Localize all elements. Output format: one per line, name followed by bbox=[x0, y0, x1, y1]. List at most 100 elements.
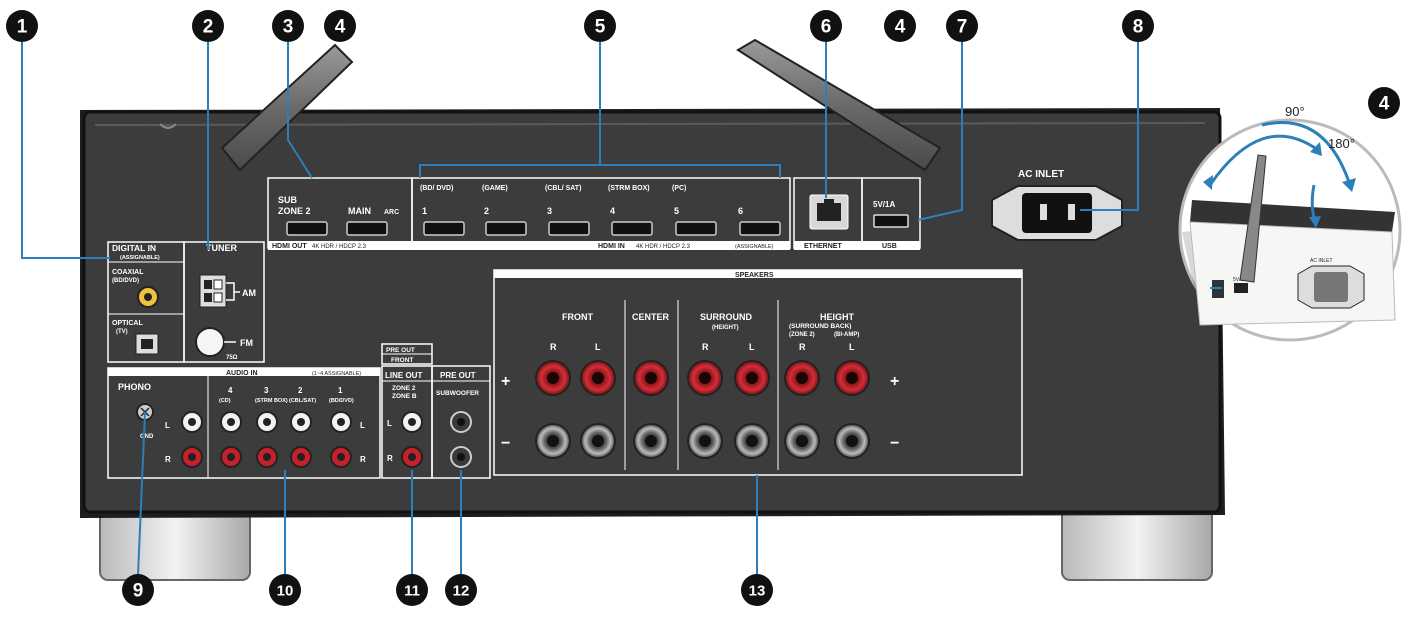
hdmi-in-port-5[interactable] bbox=[675, 221, 717, 236]
audio-in-number-3: 3 bbox=[264, 386, 269, 395]
svg-text:4: 4 bbox=[335, 17, 346, 38]
ethernet-section: ETHERNET bbox=[793, 177, 863, 250]
phono-l-label: L bbox=[165, 421, 170, 430]
hdmi-in-assignable: (ASSIGNABLE) bbox=[735, 244, 774, 250]
hdmi-in-label: HDMI IN bbox=[598, 243, 625, 250]
hdmi-in-number-4: 4 bbox=[610, 206, 615, 216]
hdmi-in-name-2: (GAME) bbox=[482, 185, 508, 192]
line-out-zone2-label: ZONE 2 bbox=[392, 385, 416, 392]
angle-180-label: 180° bbox=[1328, 136, 1355, 151]
usb-port[interactable] bbox=[873, 214, 909, 228]
usb-section: 5V/1A USB bbox=[861, 177, 921, 250]
audio-in-name-4: (CD) bbox=[219, 398, 231, 404]
surround-label: SURROUND bbox=[700, 312, 753, 322]
inset-ac-label: AC INLET bbox=[1310, 258, 1333, 264]
callout-12: 12 bbox=[445, 574, 477, 606]
ethernet-label: ETHERNET bbox=[804, 243, 842, 250]
front-r-label: R bbox=[550, 342, 557, 352]
hdmi-in-name-3: (CBL/ SAT) bbox=[545, 185, 581, 192]
pre-out-front-section: PRE OUT FRONT bbox=[381, 343, 433, 365]
pre-out-front-sublabel: FRONT bbox=[391, 357, 413, 364]
callout-10: 10 bbox=[269, 574, 301, 606]
angle-90-label: 90° bbox=[1285, 104, 1305, 119]
svg-text:4: 4 bbox=[895, 17, 906, 38]
hdmi-in-port-1[interactable] bbox=[423, 221, 465, 236]
audio-in-l-label: L bbox=[360, 421, 365, 430]
usb-power-label: 5V/1A bbox=[873, 200, 895, 209]
line-out-r-label: R bbox=[387, 454, 393, 463]
hdmi-out-section: SUB ZONE 2 MAIN ARC HDMI OUT 4K HDR / HD… bbox=[267, 177, 413, 250]
height-sub-label: (SURROUND BACK) bbox=[789, 323, 851, 330]
hdmi-in-port-2[interactable] bbox=[485, 221, 527, 236]
line-out-zoneb-label: ZONE B bbox=[392, 393, 417, 400]
audio-in-name-1: (BD/DVD) bbox=[329, 398, 354, 404]
hdmi-in-port-3[interactable] bbox=[548, 221, 590, 236]
audio-in-number-4: 4 bbox=[228, 386, 233, 395]
hdmi-in-section: (BD/ DVD) 1 (GAME) 2 (CBL/ SAT) 3 (STRM BOX) 4 (… bbox=[411, 177, 791, 250]
svg-text:9: 9 bbox=[133, 581, 144, 602]
hdmi-in-spec: 4K HDR / HDCP 2.3 bbox=[636, 244, 691, 250]
gnd-label: GND bbox=[140, 434, 154, 440]
hdmi-in-name-4: (STRM BOX) bbox=[608, 185, 650, 192]
rotation-arrow-90 bbox=[1208, 134, 1319, 186]
digital-in-label: DIGITAL IN bbox=[112, 243, 156, 253]
audio-in-section: AUDIO IN (1~4 ASSIGNABLE) PHONO GND L R … bbox=[107, 367, 381, 479]
svg-text:13: 13 bbox=[749, 583, 766, 600]
line-out-label: LINE OUT bbox=[385, 371, 422, 380]
antenna-rotation-inset: 5V/1A AC INLET 90° 180° bbox=[1178, 104, 1402, 342]
hdmi-in-number-6: 6 bbox=[738, 206, 743, 216]
hdmi-out-sub-port[interactable] bbox=[286, 221, 328, 236]
optical-sub-label: (TV) bbox=[116, 329, 128, 335]
line-out-l-label: L bbox=[387, 419, 392, 428]
callout-4-c: 4 bbox=[1368, 87, 1400, 119]
svg-text:8: 8 bbox=[1133, 17, 1144, 38]
svg-text:2: 2 bbox=[203, 17, 214, 38]
ac-inlet-label: AC INLET bbox=[1018, 169, 1064, 180]
audio-in-label: AUDIO IN bbox=[226, 370, 258, 377]
ac-inlet-section: AC INLET bbox=[991, 169, 1123, 241]
callout-11: 11 bbox=[396, 574, 428, 606]
hdmi-in-number-2: 2 bbox=[484, 206, 489, 216]
hdmi-in-port-6[interactable] bbox=[739, 221, 781, 236]
height-biamp-label: (BI-AMP) bbox=[834, 332, 859, 338]
digital-in-assignable: (ASSIGNABLE) bbox=[120, 255, 160, 261]
svg-text:12: 12 bbox=[453, 583, 470, 600]
plus-left: + bbox=[501, 373, 510, 390]
phono-label: PHONO bbox=[118, 382, 151, 392]
hdmi-in-name-5: (PC) bbox=[672, 185, 686, 192]
callout-4-b: 4 bbox=[884, 10, 916, 42]
optical-label: OPTICAL bbox=[112, 320, 143, 327]
right-foot bbox=[1061, 504, 1213, 581]
pre-out-label: PRE OUT bbox=[440, 371, 476, 380]
inset-antenna bbox=[1239, 154, 1267, 283]
svg-text:4: 4 bbox=[1379, 94, 1390, 115]
hdmi-in-number-5: 5 bbox=[674, 206, 679, 216]
surround-r-label: R bbox=[702, 342, 709, 352]
fm-label: FM bbox=[240, 338, 253, 348]
callout-9: 9 bbox=[122, 574, 154, 606]
hdmi-in-name-1: (BD/ DVD) bbox=[420, 185, 453, 192]
svg-text:10: 10 bbox=[277, 583, 294, 600]
hdmi-out-main-port[interactable] bbox=[346, 221, 388, 236]
usb-label: USB bbox=[882, 243, 897, 250]
svg-text:6: 6 bbox=[821, 17, 832, 38]
callout-6: 6 bbox=[810, 10, 842, 42]
audio-in-assignable: (1~4 ASSIGNABLE) bbox=[312, 371, 361, 377]
callout-8: 8 bbox=[1122, 10, 1154, 42]
rotation-arrow-180 bbox=[1261, 121, 1352, 186]
fm-jack[interactable] bbox=[195, 327, 225, 357]
svg-text:11: 11 bbox=[404, 583, 420, 600]
hdmi-in-port-4[interactable] bbox=[611, 221, 653, 236]
hdmi-in-number-1: 1 bbox=[422, 206, 427, 216]
callout-1: 1 bbox=[6, 10, 38, 42]
minus-left: − bbox=[501, 435, 510, 452]
minus-right: − bbox=[890, 435, 899, 452]
phono-r-label: R bbox=[165, 455, 171, 464]
front-label: FRONT bbox=[562, 312, 593, 322]
hdmi-in-number-3: 3 bbox=[547, 206, 552, 216]
antenna-right bbox=[736, 38, 942, 172]
audio-in-name-2: (CBL/SAT) bbox=[289, 398, 316, 404]
sub-label: SUB bbox=[278, 195, 298, 205]
svg-text:5: 5 bbox=[595, 17, 606, 38]
